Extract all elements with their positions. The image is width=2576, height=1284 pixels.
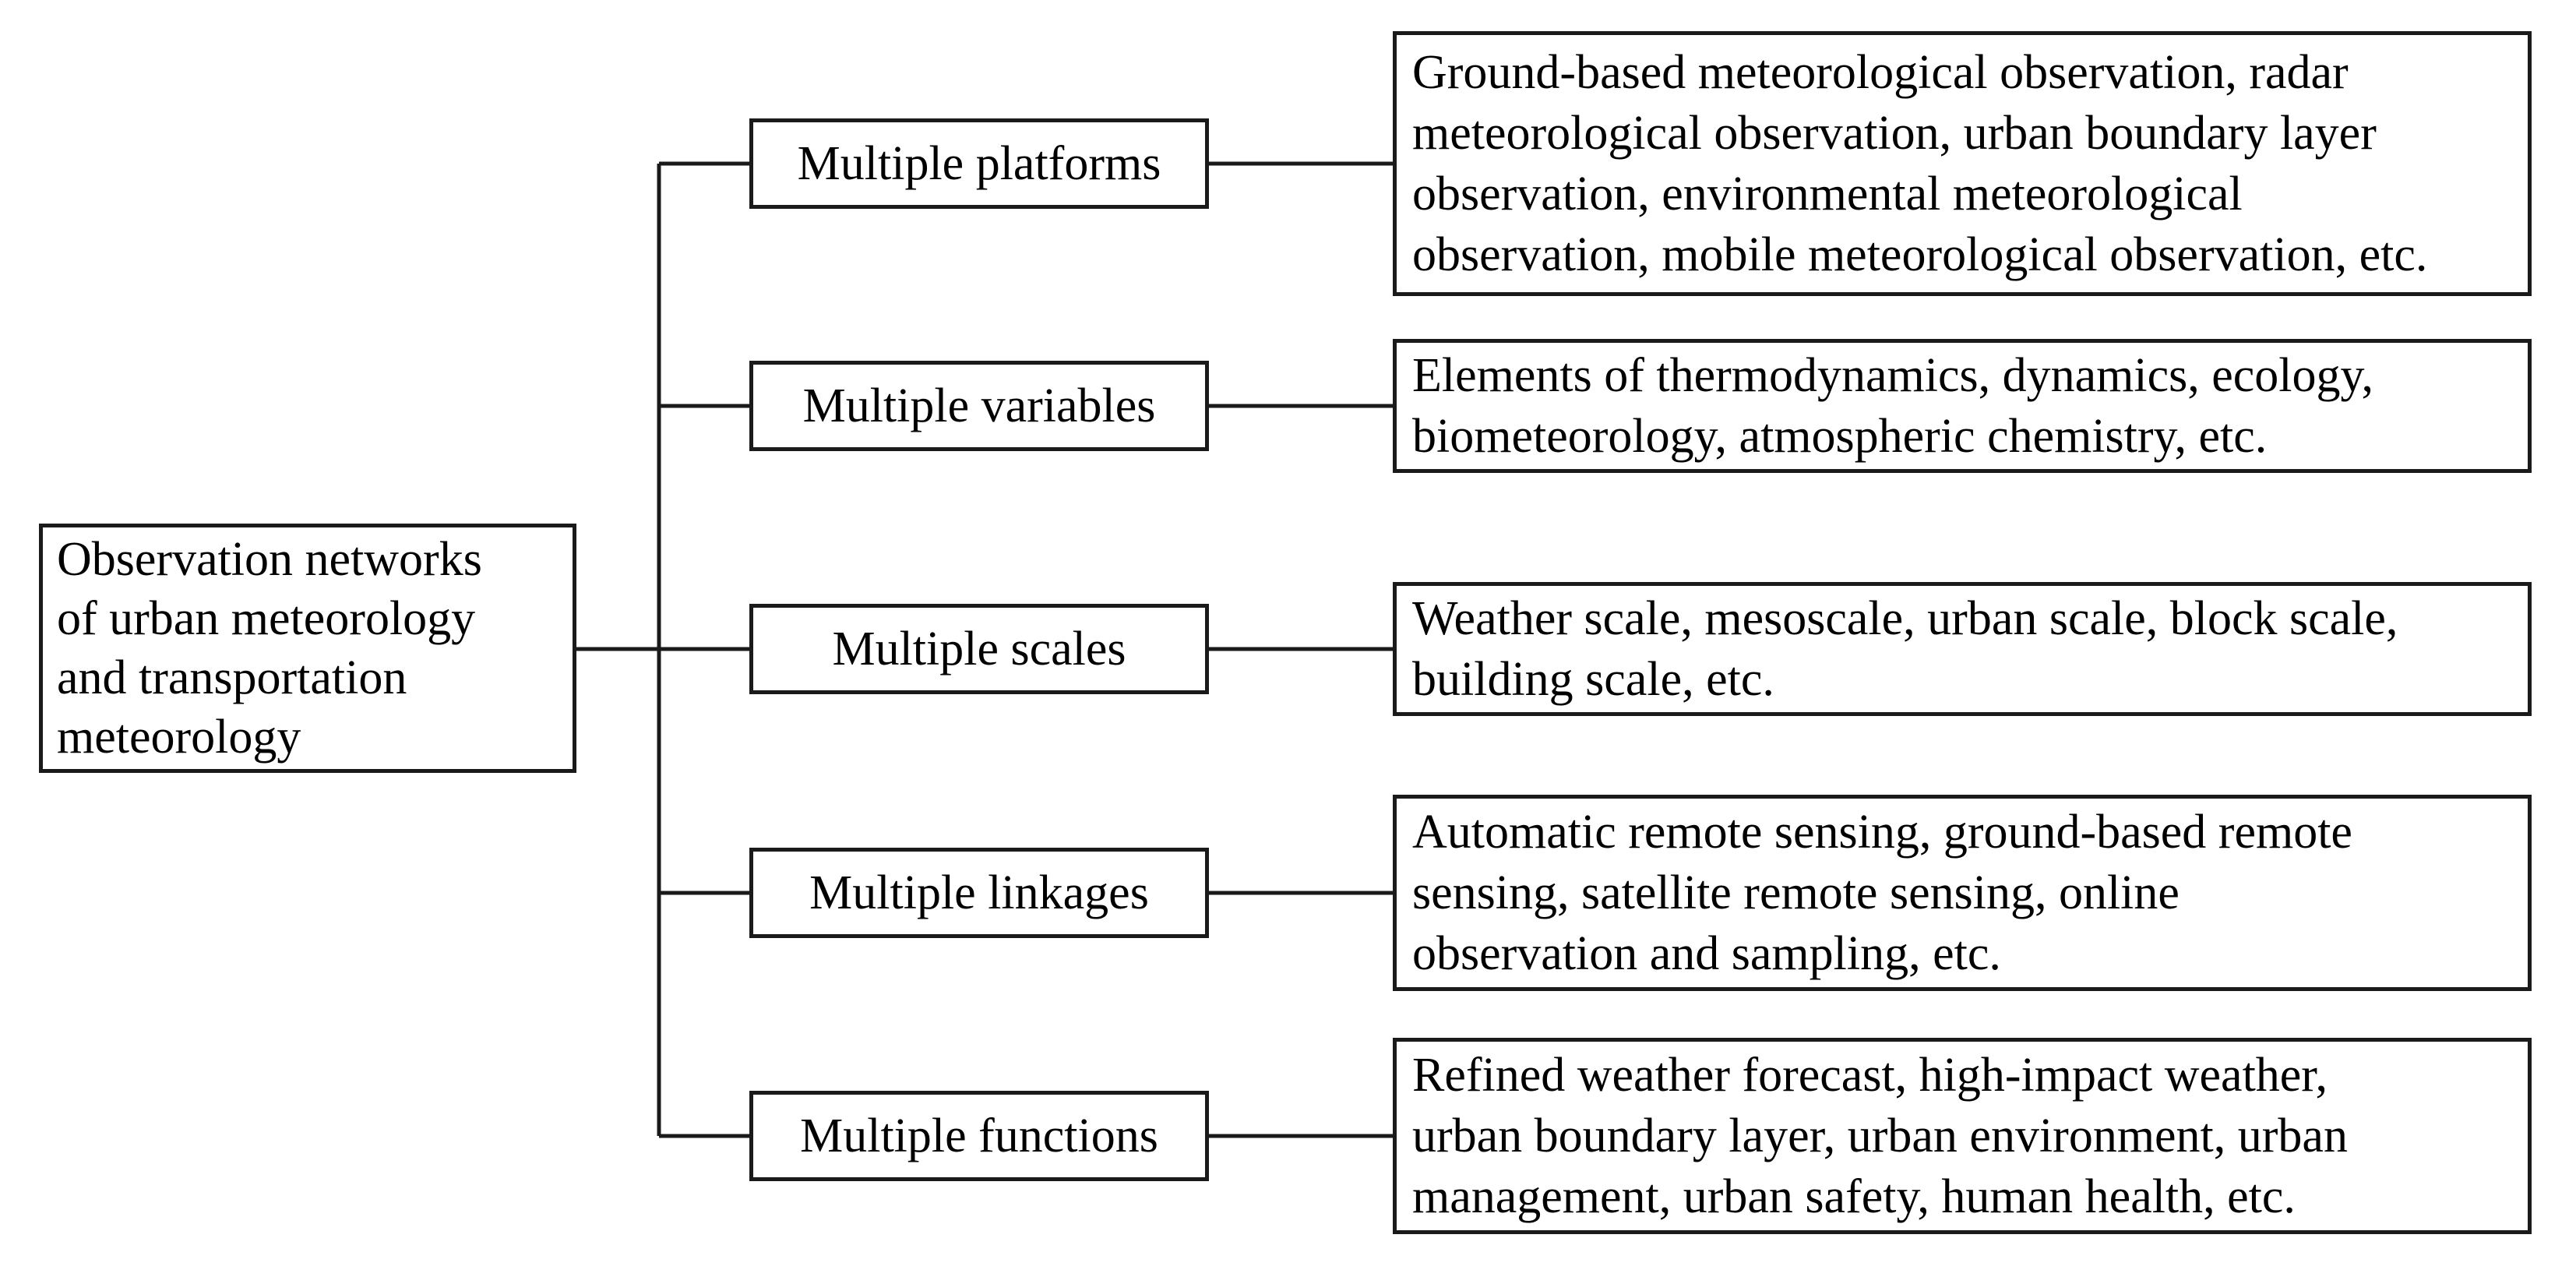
branch-node-label: Multiple variables — [802, 379, 1156, 432]
detail-text-line: Automatic remote sensing, ground-based r… — [1412, 806, 2352, 859]
detail-node-linkages: Automatic remote sensing, ground-based r… — [1393, 795, 2532, 991]
branch-node-multiple-linkages: Multiple linkages — [749, 848, 1209, 938]
branch-node-label: Multiple platforms — [797, 137, 1161, 190]
detail-text-line: observation, mobile meteorological obser… — [1412, 228, 2428, 281]
branch-node-multiple-functions: Multiple functions — [749, 1091, 1209, 1181]
root-node-text-line: meteorology — [57, 711, 301, 764]
branch-node-label: Multiple functions — [800, 1109, 1158, 1162]
detail-text-line: management, urban safety, human health, … — [1412, 1170, 2296, 1223]
detail-node-variables: Elements of thermodynamics, dynamics, ec… — [1393, 339, 2532, 473]
branch-node-label: Multiple linkages — [809, 866, 1149, 919]
detail-text-line: urban boundary layer, urban environment,… — [1412, 1109, 2348, 1162]
detail-text-line: Weather scale, mesoscale, urban scale, b… — [1412, 592, 2398, 645]
root-node-observation-networks: Observation networks of urban meteorolog… — [39, 524, 576, 773]
branch-node-multiple-variables: Multiple variables — [749, 361, 1209, 451]
detail-text-line: biometeorology, atmospheric chemistry, e… — [1412, 410, 2268, 463]
detail-text-line: Elements of thermodynamics, dynamics, ec… — [1412, 349, 2373, 402]
detail-text-line: meteorological observation, urban bounda… — [1412, 107, 2377, 160]
detail-text-line: Ground-based meteorological observation,… — [1412, 46, 2349, 99]
detail-text-line: observation and sampling, etc. — [1412, 927, 2001, 980]
root-node-text-line: and transportation — [57, 651, 407, 704]
root-node-text-line: Observation networks — [57, 533, 482, 586]
branch-node-multiple-scales: Multiple scales — [749, 604, 1209, 694]
detail-node-platforms: Ground-based meteorological observation,… — [1393, 31, 2532, 296]
detail-text-line: Refined weather forecast, high-impact we… — [1412, 1049, 2328, 1102]
detail-node-scales: Weather scale, mesoscale, urban scale, b… — [1393, 582, 2532, 716]
branch-node-multiple-platforms: Multiple platforms — [749, 118, 1209, 209]
detail-node-functions: Refined weather forecast, high-impact we… — [1393, 1038, 2532, 1234]
detail-text-line: observation, environmental meteorologica… — [1412, 168, 2243, 220]
detail-text-line: sensing, satellite remote sensing, onlin… — [1412, 866, 2180, 919]
detail-text-line: building scale, etc. — [1412, 653, 1774, 706]
branch-node-label: Multiple scales — [832, 623, 1126, 676]
root-node-text-line: of urban meteorology — [57, 592, 476, 645]
